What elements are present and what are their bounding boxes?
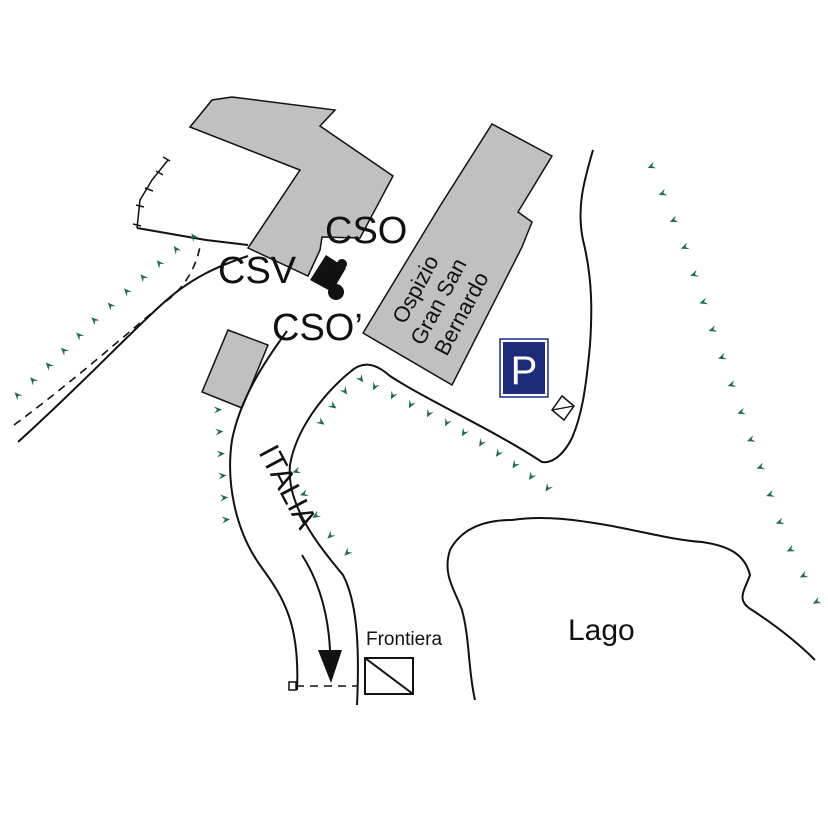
lake-shore [446, 516, 816, 701]
fence-line [132, 156, 171, 229]
label-cso: CSO [325, 210, 407, 252]
slope-mark [680, 242, 690, 249]
slope-mark [786, 544, 796, 552]
slope-mark [528, 471, 537, 480]
slope-mark [339, 386, 348, 395]
slope-mark [221, 516, 230, 524]
frontier-post-icon [364, 657, 414, 695]
slope-mark [479, 438, 487, 447]
building-small [201, 329, 269, 409]
slope-mark [461, 427, 469, 437]
slope-mark [327, 400, 337, 409]
label-cso-prime: CSO’ [272, 307, 363, 349]
label-csv: CSV [218, 250, 297, 292]
building-north [188, 96, 394, 277]
slope-mark [218, 472, 227, 480]
parking-sign-icon: P [499, 338, 549, 398]
slope-mark [300, 489, 309, 497]
valley-stream [571, 149, 594, 439]
slope-mark [512, 459, 520, 469]
slope-mark [173, 246, 182, 255]
slope-mark [315, 417, 325, 425]
slope-mark [220, 494, 229, 502]
building-hospice [361, 123, 554, 387]
slope-mark [216, 450, 225, 458]
road-main-east-edge [288, 371, 359, 706]
roads [17, 149, 594, 706]
slope-mark [495, 448, 504, 457]
slope-mark [91, 317, 100, 326]
road-main-west-edge [229, 330, 299, 691]
slope-mark [545, 483, 553, 492]
slope-mark [124, 288, 132, 297]
slope-mark [355, 373, 364, 383]
slope-mark [690, 269, 699, 277]
slope-mark [718, 352, 727, 360]
slope-mark [215, 428, 224, 436]
direction-arrow-icon [301, 554, 342, 683]
dashed-path-west [13, 245, 201, 426]
buildings [188, 96, 554, 409]
slope-mark [292, 466, 302, 474]
label-lago: Lago [568, 614, 635, 647]
road-west-south-edge [17, 255, 249, 443]
slope-mark [344, 547, 353, 556]
parking-label: P [511, 349, 538, 393]
slope-mark [312, 510, 321, 518]
slope-mark [766, 490, 775, 497]
slope-mark [669, 215, 679, 223]
slope-mark [408, 399, 416, 409]
slope-mark [727, 380, 737, 387]
slope-mark [107, 302, 116, 311]
slope-mark [647, 161, 657, 169]
border-post-icon [288, 681, 297, 691]
slope-mark [390, 390, 398, 400]
station-marker-icon [310, 255, 347, 300]
slope-mark [30, 377, 39, 386]
road-hospice-edge [349, 363, 573, 464]
slope-mark [427, 408, 434, 418]
slope-mark [61, 347, 70, 356]
slope-mark [812, 596, 822, 604]
slope-mark [799, 570, 809, 578]
slope-mark [372, 381, 380, 391]
slope-mark [756, 462, 766, 470]
border-post-icon [550, 394, 576, 422]
slope-mark [775, 517, 785, 525]
slope-mark [45, 362, 54, 371]
slope-mark [140, 274, 149, 283]
dashed-tracks [13, 245, 357, 687]
slope-mark [213, 406, 222, 414]
slope-mark [327, 530, 336, 539]
slope-mark [14, 392, 23, 401]
slope-mark [699, 297, 709, 305]
label-italia: ITALIA [252, 440, 323, 535]
slope-mark [737, 407, 746, 415]
slope-mark [658, 188, 668, 196]
slope-mark [76, 332, 85, 341]
label-frontiera: Frontiera [366, 629, 442, 650]
slope-mark [746, 435, 756, 442]
road-west-north-edge [136, 227, 249, 246]
slope-mark [191, 233, 199, 242]
slope-mark [156, 260, 165, 269]
slope-marks [14, 161, 822, 604]
slope-mark [708, 325, 718, 332]
slope-mark [445, 417, 452, 427]
